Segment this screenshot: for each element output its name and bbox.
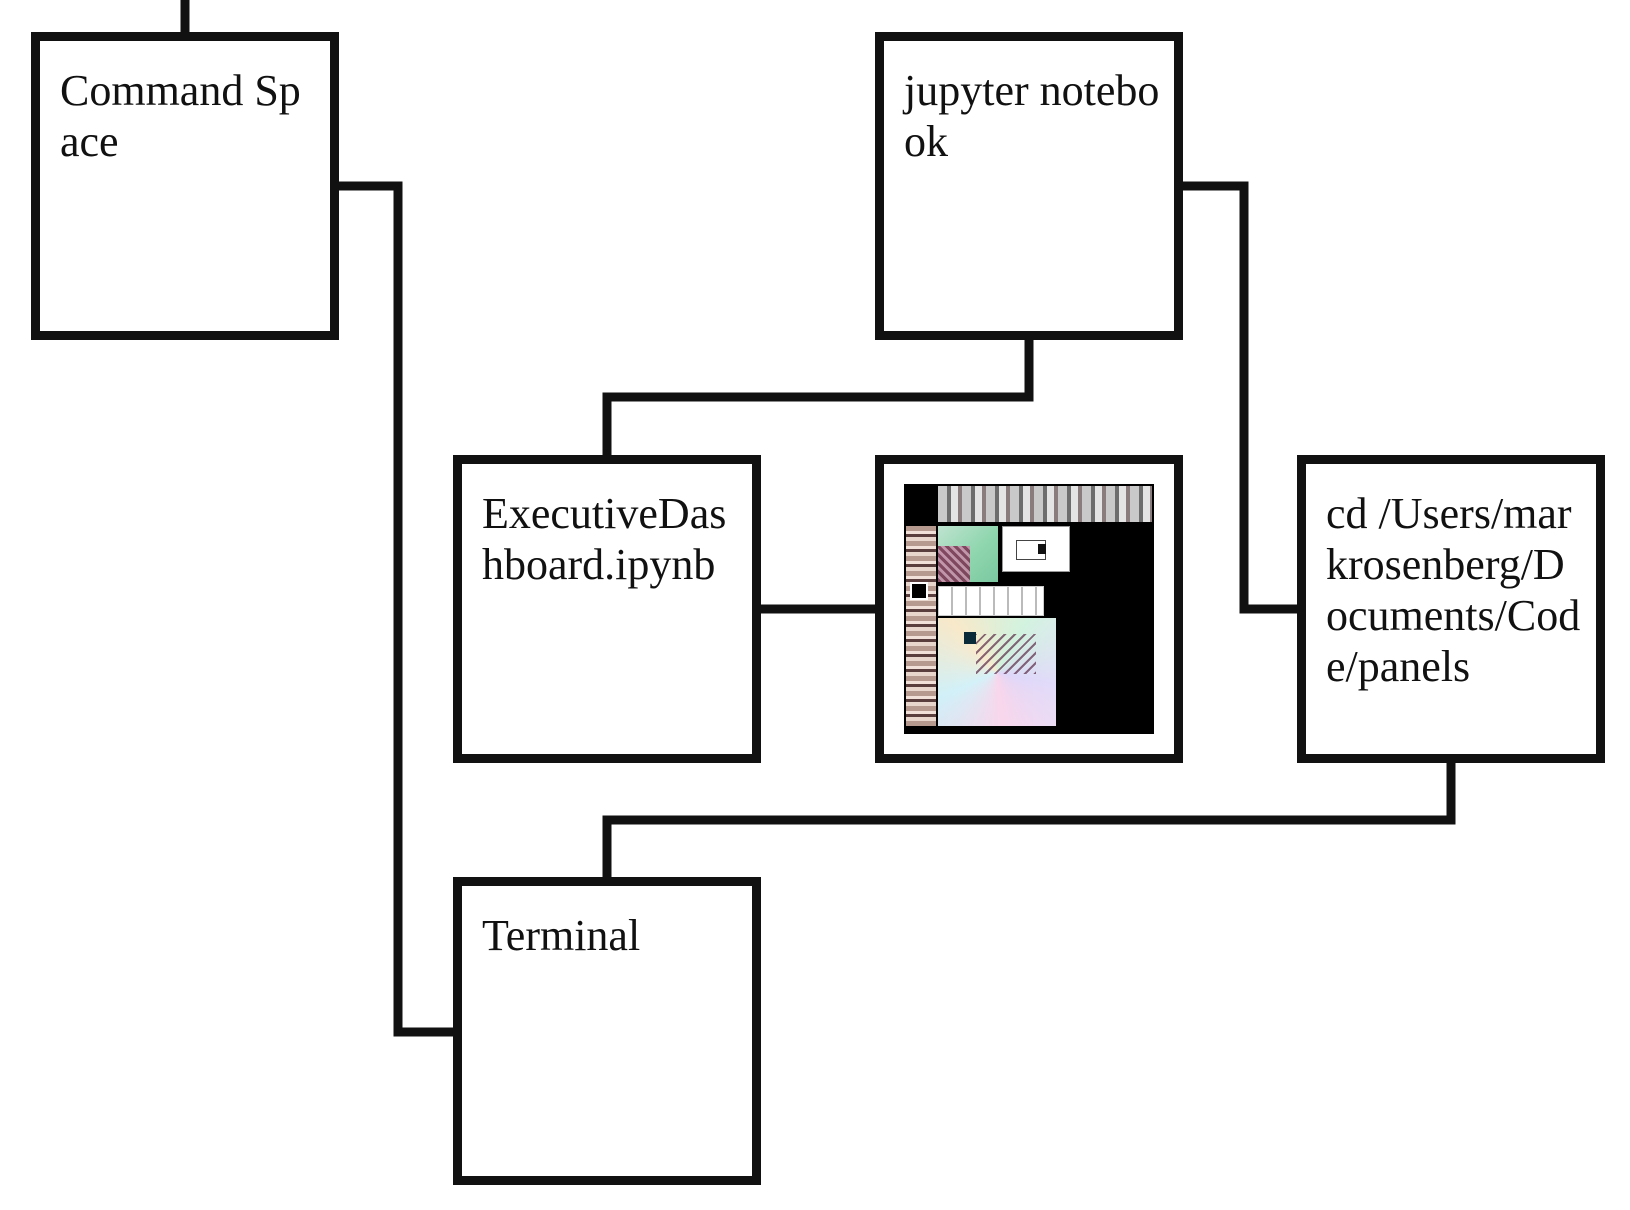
node-jupyter-notebook[interactable]: jupyter notebook [875, 32, 1183, 340]
node-dashboard-thumbnail[interactable] [875, 455, 1183, 763]
node-terminal[interactable]: Terminal [453, 877, 761, 1185]
node-label: Command Space [60, 66, 301, 166]
node-label: jupyter notebook [904, 66, 1160, 166]
node-cd-path-command[interactable]: cd /Users/markrosenberg/Documents/Code/p… [1297, 455, 1605, 763]
edge-jupyter-cd-path [1183, 181, 1297, 614]
edge-jupyter-executive-dashboard [602, 340, 1034, 455]
node-label: cd /Users/markrosenberg/Documents/Code/p… [1326, 489, 1581, 691]
node-label: Terminal [482, 911, 641, 960]
edge-command-space-terminal [339, 181, 453, 1037]
node-label: ExecutiveDashboard.ipynb [482, 489, 727, 589]
node-executive-dashboard[interactable]: ExecutiveDashboard.ipynb [453, 455, 761, 763]
edge-cd-path-terminal [602, 763, 1456, 877]
dashboard-thumbnail-image [904, 484, 1154, 734]
node-command-space[interactable]: Command Space [31, 32, 339, 340]
